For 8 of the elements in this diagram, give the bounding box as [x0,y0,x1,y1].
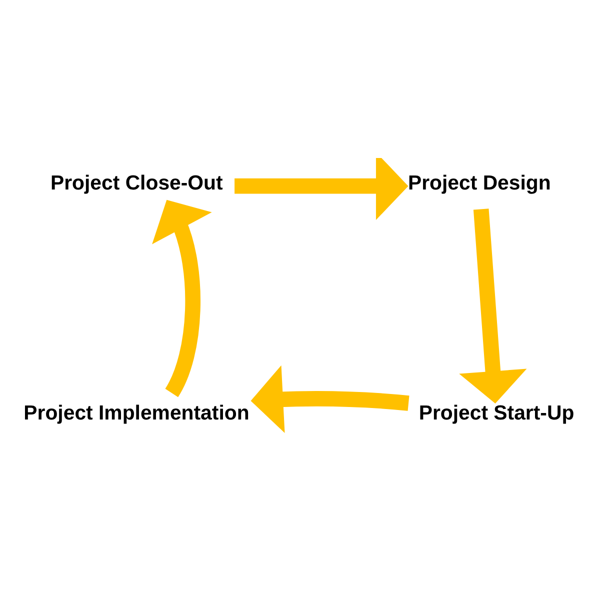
node-text: Project Start-Up [418,402,574,424]
arrow [234,158,408,220]
arrow [459,208,527,403]
arrow [250,364,410,433]
node-text: Project Close-Out [50,172,223,194]
node-text: Project Design [408,172,551,194]
node-text: Project Implementation [24,402,250,424]
arrow [152,199,212,396]
